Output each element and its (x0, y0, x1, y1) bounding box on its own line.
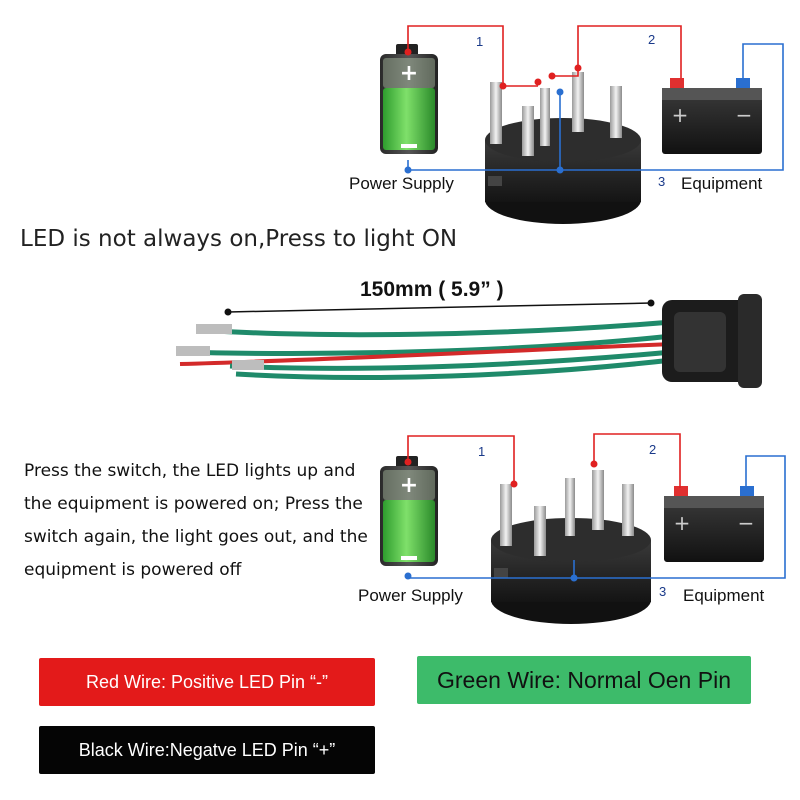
top-equipment-label: Equipment (681, 174, 763, 193)
led-note: LED is not always on,Press to light ON (20, 226, 458, 252)
svg-text:+: + (674, 511, 691, 535)
bottom-wire-number-3: 3 (659, 584, 667, 599)
wire-harness-icon (176, 294, 762, 388)
svg-text:−: − (736, 103, 753, 127)
bottom-equipment-label: Equipment (683, 586, 765, 605)
bottom-battery-icon: + (380, 456, 438, 566)
top-wire-number-3: 3 (658, 174, 666, 189)
top-power-supply-label: Power Supply (349, 174, 454, 193)
bottom-wire-number-1: 1 (478, 444, 486, 459)
bottom-power-supply-label: Power Supply (358, 586, 463, 605)
legend-green-wire-text: Green Wire: Normal Oen Pin (437, 666, 731, 693)
top-car-battery-icon: + − (662, 78, 762, 154)
svg-text:+: + (400, 473, 418, 498)
top-battery-icon: + (380, 44, 438, 154)
top-wire-number-2: 2 (648, 32, 656, 47)
svg-text:+: + (672, 103, 689, 127)
svg-text:−: − (738, 511, 755, 535)
legend-black-wire-text: Black Wire:Negatve LED Pin “+” (78, 739, 336, 760)
legend-red-wire-text: Red Wire: Positive LED Pin “-” (85, 671, 329, 692)
top-wire-number-1: 1 (476, 34, 484, 49)
bottom-car-battery-icon: + − (664, 486, 764, 562)
bottom-switch-icon (491, 470, 651, 624)
operation-description: Press the switch, the LED lights up and … (24, 461, 368, 580)
legend-red-wire: Red Wire: Positive LED Pin “-” (39, 658, 375, 706)
svg-text:+: + (400, 61, 418, 86)
top-wires (404, 25, 784, 174)
legend-black-wire: Black Wire:Negatve LED Pin “+” (39, 726, 375, 774)
harness-length-label: 150mm ( 5.9” ) (360, 278, 504, 301)
bottom-wire-number-2: 2 (649, 442, 657, 457)
top-switch-icon (485, 72, 641, 224)
bottom-wires (404, 433, 786, 582)
legend-green-wire: Green Wire: Normal Oen Pin (417, 656, 751, 704)
